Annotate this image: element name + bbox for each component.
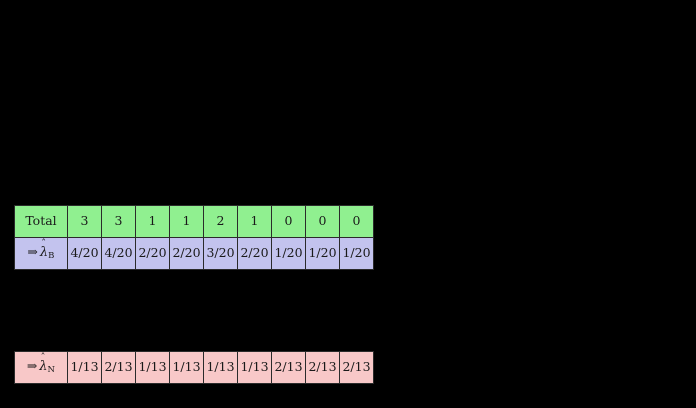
lambda-b-cell-7: 1/20: [271, 237, 306, 270]
total-cell-5: 2: [203, 205, 238, 238]
lambda-n-cell-7: 2/13: [271, 351, 306, 384]
lambda-b-cell-5: 3/20: [203, 237, 238, 270]
table-row-total: Total 3 3 1 1 2 1 0 0 0: [14, 205, 374, 238]
lambda-n-cell-2: 2/13: [101, 351, 136, 384]
lambda-n-cell-5: 1/13: [203, 351, 238, 384]
lambda-symbol: λ: [39, 359, 48, 375]
total-cell-7: 0: [271, 205, 306, 238]
lambda-b-cell-1: 4/20: [67, 237, 102, 270]
lambda-n-cell-3: 1/13: [135, 351, 170, 384]
total-cell-9: 0: [339, 205, 374, 238]
lambda-n-cell-1: 1/13: [67, 351, 102, 384]
lambda-n-cell-6: 1/13: [237, 351, 272, 384]
lambda-subscript-n: N: [47, 365, 56, 376]
hat-accent-icon: ˆ: [41, 239, 47, 251]
total-cell-4: 1: [169, 205, 204, 238]
lambda-b-cell-9: 1/20: [339, 237, 374, 270]
lambda-b-cell-4: 2/20: [169, 237, 204, 270]
lambda-n-cell-8: 2/13: [305, 351, 340, 384]
lambda-b-cell-2: 4/20: [101, 237, 136, 270]
lambda-subscript-b: B: [48, 251, 55, 262]
lambda-b-cell-3: 2/20: [135, 237, 170, 270]
implies-arrow-icon: ⇒: [26, 358, 38, 374]
lambda-symbol: λ: [39, 245, 49, 261]
total-cell-8: 0: [305, 205, 340, 238]
row-label-total: Total: [14, 205, 68, 238]
total-cell-1: 3: [67, 205, 102, 238]
implies-arrow-icon: ⇒: [27, 244, 38, 260]
total-cell-3: 1: [135, 205, 170, 238]
total-cell-2: 3: [101, 205, 136, 238]
lambda-n-cell-4: 1/13: [169, 351, 204, 384]
hat-accent-icon: ˆ: [40, 353, 46, 365]
lambda-b-cell-6: 2/20: [237, 237, 272, 270]
lambda-n-cell-9: 2/13: [339, 351, 374, 384]
total-cell-6: 1: [237, 205, 272, 238]
lambda-b-cell-8: 1/20: [305, 237, 340, 270]
